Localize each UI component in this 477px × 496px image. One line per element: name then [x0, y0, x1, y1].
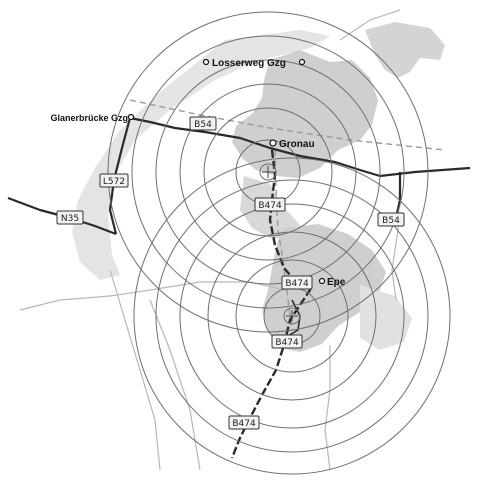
place-label-losserweg[interactable]: Losserweg Gzg — [212, 58, 286, 69]
range-ring — [131, 35, 405, 309]
urban-area-gronau — [232, 50, 378, 178]
railway-line — [274, 149, 293, 331]
road-shield-b474-north[interactable]: B474 — [254, 197, 286, 212]
place-marker-icon[interactable] — [127, 113, 135, 121]
range-ring — [133, 157, 451, 475]
place-marker-icon[interactable] — [202, 58, 210, 66]
road-shield-b474-south[interactable]: B474 — [271, 334, 303, 349]
svg-text:N35: N35 — [61, 214, 79, 224]
place-markers-layer — [127, 58, 326, 285]
svg-text:B474: B474 — [232, 419, 256, 429]
land-use-layer — [72, 22, 445, 352]
road-shield-n35[interactable]: N35 — [56, 210, 84, 225]
range-ring — [155, 179, 429, 453]
place-label-gronau[interactable]: Gronau — [279, 139, 315, 150]
light-area-west — [72, 30, 330, 280]
road-shield-b474-epe[interactable]: B474 — [281, 275, 313, 290]
road-b474-loop[interactable] — [287, 299, 301, 337]
svg-text:B54: B54 — [194, 120, 212, 130]
place-labels-layer: Losserweg Gzg Glanerbrücke Gzg Gronau Ep… — [50, 58, 345, 288]
svg-text:B474: B474 — [258, 201, 282, 211]
urban-area-northeast — [365, 22, 445, 78]
range-ring — [155, 59, 381, 285]
road-shield-b54[interactable]: B54 — [189, 116, 217, 131]
minor-road — [109, 269, 161, 471]
road-shield-b474-bottom[interactable]: B474 — [228, 415, 260, 430]
road-shield-l572[interactable]: L572 — [99, 173, 129, 188]
range-ring — [107, 11, 429, 333]
place-marker-icon[interactable] — [269, 139, 277, 147]
range-ring — [259, 163, 277, 181]
crosshair-icon[interactable] — [286, 310, 298, 322]
road-shields-layer: B54 L572 N35 B474 B54 B474 — [56, 116, 405, 430]
place-label-glanerbruecke[interactable]: Glanerbrücke Gzg — [50, 113, 128, 123]
range-ring — [283, 307, 301, 325]
minor-road — [149, 299, 201, 471]
range-ring — [179, 203, 405, 429]
crosshair-icon[interactable] — [262, 166, 274, 178]
svg-text:B54: B54 — [382, 216, 400, 226]
railway-line — [129, 99, 446, 151]
svg-text:B474: B474 — [285, 279, 309, 289]
place-marker-icon[interactable] — [298, 58, 306, 66]
range-rings-gronau — [107, 11, 429, 333]
range-ring — [235, 259, 349, 373]
range-ring — [207, 231, 377, 401]
minor-road — [19, 281, 286, 311]
place-label-epe[interactable]: Epe — [327, 277, 346, 288]
road-shield-b54-east[interactable]: B54 — [377, 212, 405, 227]
svg-text:L572: L572 — [103, 177, 125, 187]
minor-road — [339, 9, 401, 41]
svg-text:B474: B474 — [275, 338, 299, 348]
minor-road — [324, 345, 331, 471]
place-marker-icon[interactable] — [318, 277, 326, 285]
range-rings-epe — [133, 157, 451, 475]
road-b54[interactable] — [129, 116, 471, 178]
railway-layer — [129, 99, 446, 331]
light-area-east — [360, 285, 412, 350]
